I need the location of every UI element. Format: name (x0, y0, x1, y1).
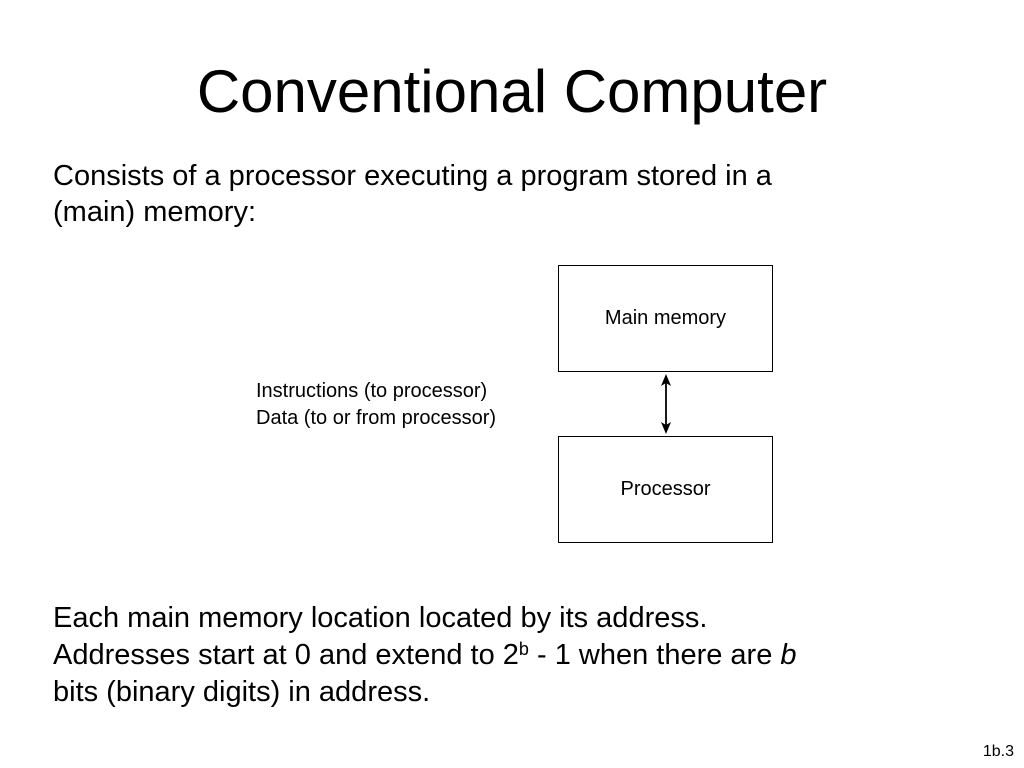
main-memory-label: Main memory (604, 307, 727, 329)
intro-line-1: Consists of a processor executing a prog… (53, 160, 772, 192)
intro-text: Consists of a processor executing a prog… (53, 158, 953, 230)
italic-b: b (780, 639, 797, 671)
bidirectional-arrow (661, 374, 671, 434)
address-text: Each main memory location located by its… (53, 600, 993, 711)
arrow-head-up (661, 374, 671, 386)
arrow-head-down (661, 422, 671, 434)
address-line-3: bits (binary digits) in address. (53, 676, 431, 708)
intro-line-2: (main) memory: (53, 196, 257, 228)
address-line-2-prefix: Addresses start at 0 and extend to 2 (53, 639, 519, 671)
address-line-1: Each main memory location located by its… (53, 602, 708, 634)
address-line-2: Addresses start at 0 and extend to 2b - … (53, 637, 993, 674)
processor-label: Processor (620, 478, 711, 500)
arrow-label-instructions: Instructions (to processor) (256, 380, 488, 402)
arrow-labels: Instructions (to processor) Data (to or … (256, 378, 496, 432)
processor-box: Processor (558, 436, 773, 543)
slide-number: 1b.3 (982, 743, 1014, 760)
address-line-2-middle: - 1 when there are (528, 639, 781, 671)
arrow-label-data: Data (to or from processor) (256, 407, 497, 429)
exponent-b: b (518, 639, 529, 659)
main-memory-box: Main memory (558, 265, 773, 372)
slide-title: Conventional Computer (196, 58, 828, 125)
